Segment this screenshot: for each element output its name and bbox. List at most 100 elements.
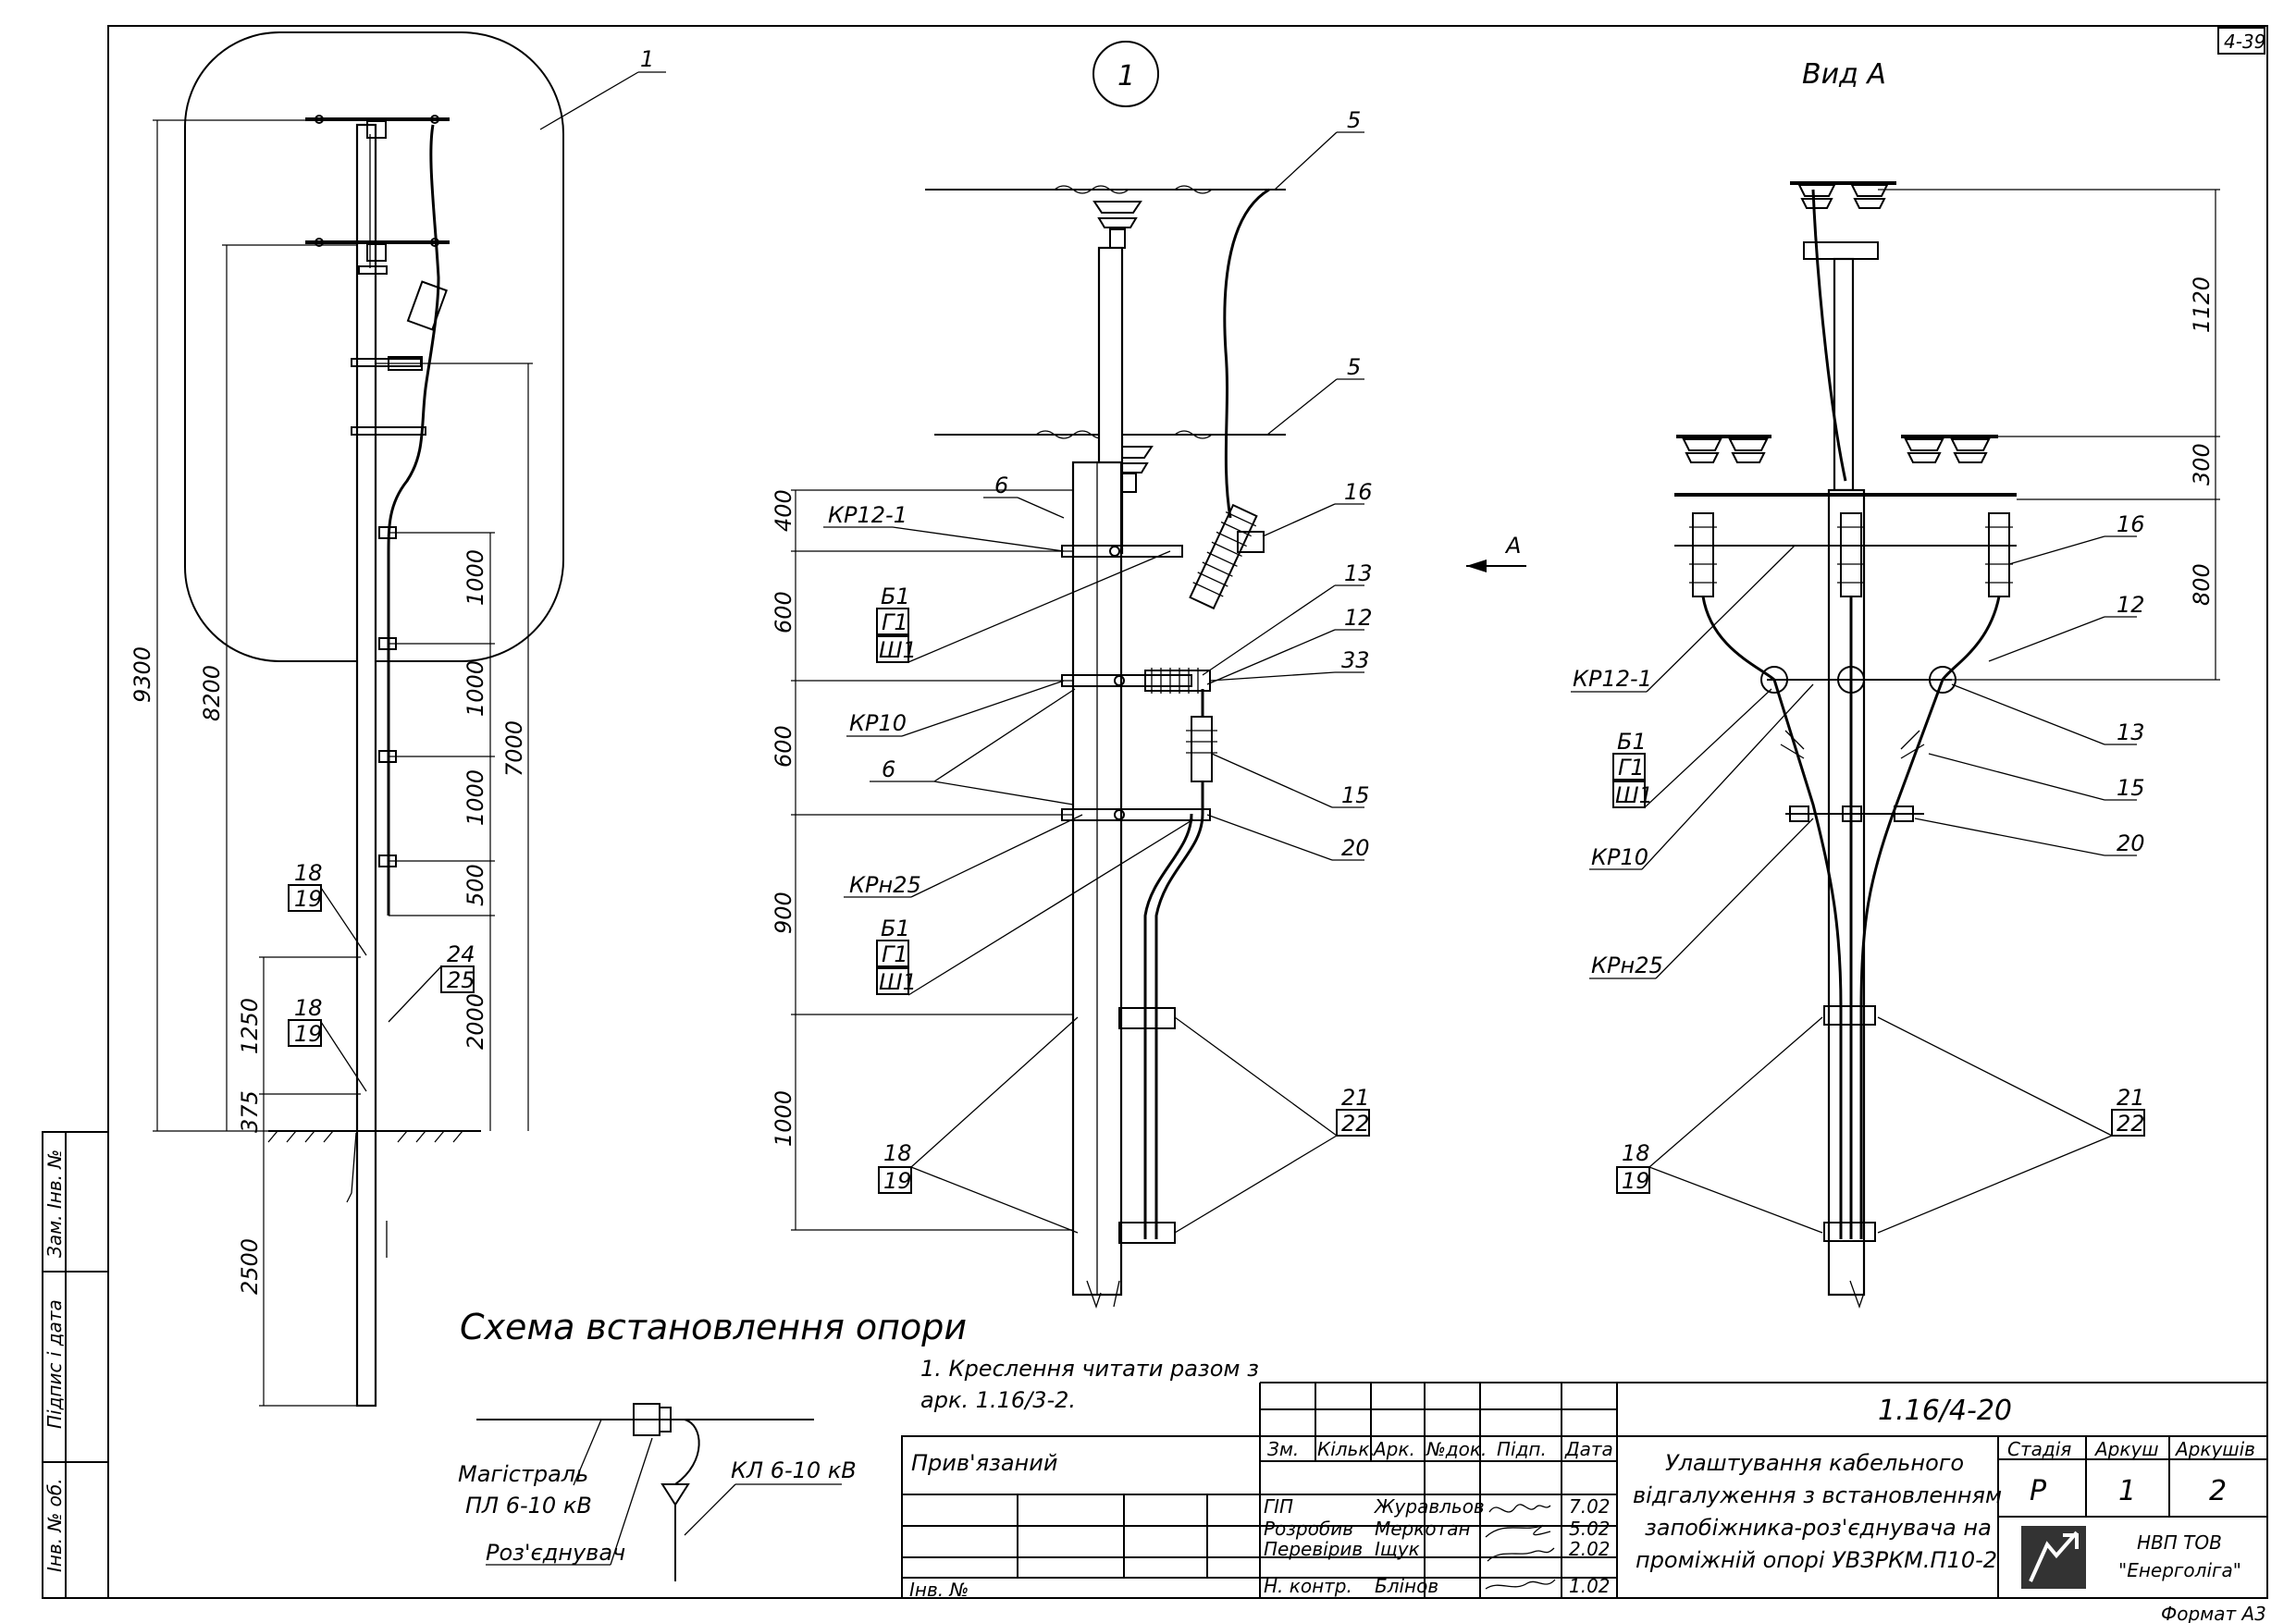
- dim-span: 7000: [501, 720, 527, 777]
- tb-sheets: 2: [2209, 1475, 2227, 1507]
- note-line-1: 1. Креслення читати разом з: [920, 1356, 1259, 1382]
- tb-privyazaniy: Прив'язаний: [911, 1450, 1057, 1476]
- dim-c2: 600: [771, 591, 796, 633]
- label-g1b: Г1: [882, 941, 908, 967]
- signature-1: [1485, 1524, 1551, 1538]
- dim-r3: 800: [2189, 563, 2215, 606]
- dim-d6: 1250: [237, 998, 263, 1054]
- title-block: Прив'язаний Інв. № 1.16/4-20 Зм. Кільк. …: [901, 1382, 2268, 1601]
- side-stamp: Зам. Інв. № Підпис і дата Інв. № об.: [42, 1131, 109, 1599]
- left-pole: [355, 123, 377, 1408]
- right-pole: [1827, 488, 1866, 1297]
- label-19b: 19: [294, 1021, 323, 1047]
- dim-r1: 1120: [2189, 277, 2215, 333]
- label-6: 6: [994, 473, 1008, 498]
- tb-h-dok: №док.: [1426, 1438, 1487, 1460]
- label-5a: 5: [1347, 107, 1361, 133]
- tb-h-pidp: Підп.: [1497, 1438, 1547, 1460]
- tb-role-3: Н. контр.: [1264, 1575, 1352, 1597]
- dim-d4: 500: [463, 864, 488, 906]
- label-kr12: КР12-1: [828, 502, 907, 528]
- tb-stage-label: Стадія: [2007, 1438, 2071, 1460]
- tb-h-zm: Зм.: [1267, 1438, 1299, 1460]
- detail-leader: [539, 71, 639, 130]
- left-view: 1 9300 8200: [130, 31, 666, 1408]
- rlabel-16: 16: [2117, 511, 2145, 537]
- label-g1a: Г1: [882, 609, 908, 635]
- fuse-disconnector: [1189, 503, 1258, 610]
- view-arrow-label: А: [1504, 533, 1521, 559]
- tb-name-1: Меркотан: [1375, 1518, 1471, 1540]
- right-view: Вид А: [1571, 58, 2220, 1309]
- tb-h-kilk: Кільк.: [1317, 1438, 1376, 1460]
- label-6b: 6: [882, 756, 895, 782]
- label-25: 25: [447, 967, 475, 993]
- right-cables: [1701, 189, 2001, 1239]
- dim-d5: 2000: [463, 993, 488, 1050]
- label-b1b: Б1: [881, 916, 910, 941]
- left-disconnector: [406, 280, 448, 331]
- label-18c: 18: [883, 1140, 912, 1166]
- rlabel-kr10: КР10: [1591, 844, 1648, 870]
- top-insulators: [1790, 181, 1896, 209]
- note-line-2: арк. 1.16/3-2.: [920, 1387, 1076, 1413]
- label-krn25: КРн25: [849, 872, 921, 898]
- tb-sheets-label: Аркушів: [2174, 1438, 2255, 1460]
- dim-d2: 1000: [463, 660, 488, 717]
- rlabel-b1: Б1: [1617, 729, 1647, 755]
- tb-company-2: "Енерголіга": [2118, 1559, 2241, 1581]
- detail-oval: [184, 31, 564, 662]
- tb-title-2: запобіжника-роз'єднувача на: [1645, 1515, 1992, 1541]
- label-33: 33: [1341, 647, 1370, 673]
- installation-scheme: Схема встановлення опори Магістраль ПЛ 6…: [458, 1307, 967, 1581]
- tb-title-3: проміжній опорі УВЗРКМ.П10-2: [1636, 1547, 1997, 1573]
- left-cable: [387, 124, 440, 916]
- tb-date-2: 2.02: [1569, 1538, 1611, 1560]
- tb-name-0: Журавльов: [1373, 1495, 1485, 1518]
- label-12: 12: [1344, 605, 1373, 631]
- rlabel-sh1: Ш1: [1615, 782, 1653, 808]
- right-pole-top: [1833, 257, 1855, 492]
- dim-c3: 600: [771, 725, 796, 768]
- format-label: Формат А3: [2161, 1603, 2266, 1623]
- tb-code: 1.16/4-20: [1878, 1395, 2012, 1427]
- dim-total: 9300: [130, 646, 155, 703]
- label-5b: 5: [1347, 354, 1361, 380]
- label-18a: 18: [294, 860, 323, 886]
- center-view: 1: [771, 41, 1526, 1309]
- dim-d1: 1000: [463, 549, 488, 606]
- signature-3: [1485, 1579, 1556, 1590]
- center-callout-circle: [1092, 41, 1159, 107]
- dim-c4: 900: [771, 891, 796, 934]
- dim-c5: 1000: [771, 1090, 796, 1147]
- view-a-title: Вид А: [1802, 58, 1886, 91]
- tb-sheet: 1: [2118, 1475, 2136, 1507]
- dim-c1: 400: [771, 489, 796, 532]
- scheme-disc-label: Роз'єднувач: [486, 1540, 625, 1566]
- rlabel-krn25: КРн25: [1591, 953, 1663, 978]
- tb-title-1: відгалуження з встановленням: [1633, 1482, 2002, 1508]
- center-cable: [1223, 188, 1270, 519]
- scheme-title: Схема встановлення опори: [460, 1307, 967, 1347]
- scheme-main-1: Магістраль: [458, 1461, 588, 1487]
- label-15: 15: [1341, 782, 1370, 808]
- dim-r2: 300: [2189, 443, 2215, 486]
- sheet-code-box: [2217, 27, 2265, 55]
- dim-d3: 1000: [463, 769, 488, 826]
- label-13: 13: [1344, 560, 1373, 586]
- rlabel-21: 21: [2117, 1085, 2145, 1111]
- tb-name-3: Блінов: [1375, 1575, 1438, 1597]
- side-zam-label: Зам. Інв. №: [43, 1150, 66, 1258]
- dim-d7: 375: [237, 1090, 263, 1133]
- tb-h-ark: Арк.: [1372, 1438, 1415, 1460]
- label-24: 24: [447, 941, 475, 967]
- rlabel-20: 20: [2117, 830, 2145, 856]
- scheme-cable-label: КЛ 6-10 кВ: [731, 1457, 857, 1483]
- rlabel-13: 13: [2117, 719, 2145, 745]
- label-b1a: Б1: [881, 584, 910, 609]
- rlabel-kr12: КР12-1: [1573, 666, 1652, 692]
- tb-title-0: Улаштування кабельного: [1665, 1450, 1964, 1476]
- tb-name-2: Іщук: [1375, 1538, 1420, 1560]
- cable-termination: [1186, 716, 1217, 782]
- tb-date-0: 7.02: [1569, 1495, 1611, 1518]
